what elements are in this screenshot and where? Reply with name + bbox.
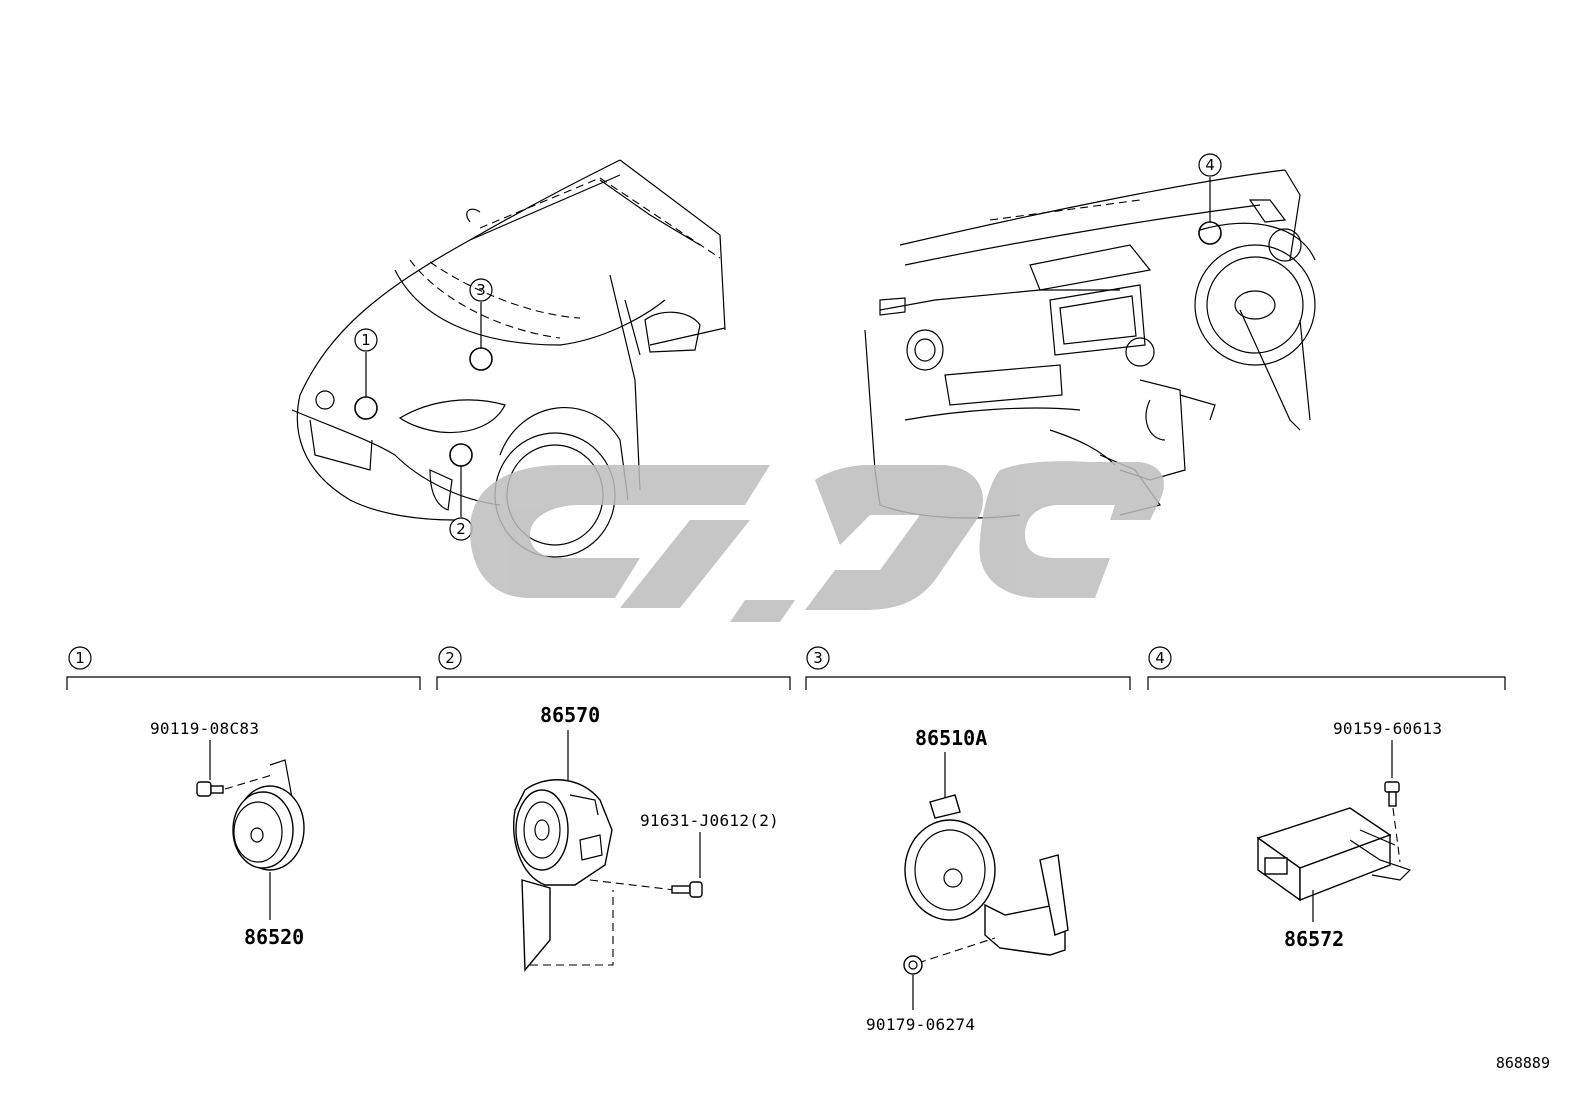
part-number-90179-06274[interactable]: 90179-06274 bbox=[866, 1015, 975, 1034]
watermark-logo bbox=[470, 461, 1164, 622]
horn-icon bbox=[904, 794, 1069, 956]
section-2-parts: 86570 91631-J0612(2) bbox=[513, 703, 779, 972]
location-marker-2 bbox=[449, 443, 473, 467]
speaker-icon bbox=[513, 779, 613, 972]
section-3-parts: 86510A 90179-06274 bbox=[866, 726, 1069, 1034]
location-marker-4 bbox=[1198, 221, 1222, 245]
section-3-header: 3 bbox=[805, 646, 1131, 690]
part-number-90159-60613[interactable]: 90159-60613 bbox=[1333, 719, 1442, 738]
callout-2-label: 2 bbox=[456, 520, 466, 538]
location-marker-1 bbox=[354, 396, 378, 420]
horn-icon bbox=[232, 785, 305, 871]
location-marker-3 bbox=[469, 347, 493, 371]
bolt-icon bbox=[1384, 781, 1400, 807]
bolt-icon bbox=[196, 781, 224, 797]
car-exterior-illustration: 1 2 3 bbox=[291, 159, 726, 558]
callout-3-label: 3 bbox=[476, 281, 486, 299]
section-1-parts: 90119-08C83 86520 bbox=[150, 719, 305, 949]
control-module-icon bbox=[1256, 807, 1412, 902]
callout-4-label: 4 bbox=[1205, 156, 1215, 174]
section-3-number: 3 bbox=[813, 649, 823, 667]
screw-icon bbox=[671, 881, 703, 898]
nut-icon bbox=[903, 955, 923, 975]
section-4-header: 4 bbox=[1147, 646, 1506, 690]
section-1-number: 1 bbox=[75, 649, 85, 667]
part-number-91631-J0612[interactable]: 91631-J0612(2) bbox=[640, 811, 779, 830]
part-number-90119-08C83[interactable]: 90119-08C83 bbox=[150, 719, 259, 738]
section-1-header: 1 bbox=[66, 646, 421, 690]
section-2-header: 2 bbox=[436, 646, 791, 690]
section-4-number: 4 bbox=[1155, 649, 1165, 667]
part-number-86570[interactable]: 86570 bbox=[540, 703, 600, 727]
callout-1-label: 1 bbox=[361, 331, 371, 349]
section-4-parts: 90159-60613 86572 bbox=[1256, 719, 1442, 951]
section-2-number: 2 bbox=[445, 649, 455, 667]
part-number-86520[interactable]: 86520 bbox=[244, 925, 304, 949]
diagram-id: 868889 bbox=[1496, 1054, 1550, 1072]
part-number-86572[interactable]: 86572 bbox=[1284, 927, 1344, 951]
part-number-86510A[interactable]: 86510A bbox=[915, 726, 987, 750]
